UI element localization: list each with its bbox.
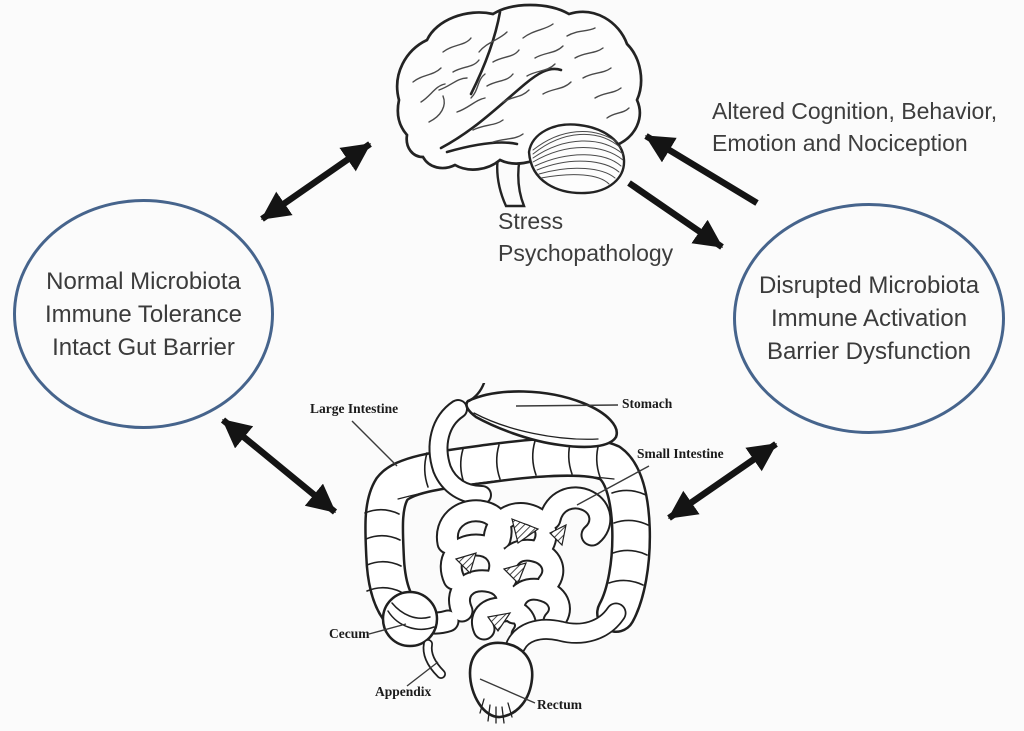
label-small-intestine: Small Intestine — [637, 446, 724, 461]
brain-illustration — [395, 3, 643, 208]
label-stomach: Stomach — [622, 396, 673, 411]
label-appendix: Appendix — [375, 684, 432, 699]
disrupted-state-line-3: Barrier Dysfunction — [766, 338, 972, 365]
bidirectional-arrow-brain-left-ellipse — [260, 141, 372, 222]
top-right-note: Altered Cognition, Behavior, Emotion and… — [712, 95, 997, 159]
brain-caption-line-2: Psychopathology — [498, 240, 674, 266]
normal-state-line-1: Normal Microbiota — [46, 267, 241, 295]
label-rectum: Rectum — [537, 697, 582, 712]
top-right-note-line-1: Altered Cognition, Behavior, — [712, 98, 998, 124]
label-cecum: Cecum — [329, 626, 370, 641]
brain-caption-line-1: Stress — [498, 208, 564, 234]
intestines-illustration — [364, 383, 652, 724]
normal-state-ellipse: Normal Microbiota Immune Tolerance Intac… — [13, 199, 274, 429]
disrupted-state-ellipse: Disrupted Microbiota Immune Activation B… — [733, 203, 1005, 434]
brain-caption: Stress Psychopathology — [498, 205, 673, 269]
top-right-note-line-2: Emotion and Nociception — [712, 130, 968, 156]
disrupted-state-line-2: Immune Activation — [770, 305, 968, 332]
label-large-intestine: Large Intestine — [310, 401, 399, 416]
normal-state-line-2: Immune Tolerance — [45, 300, 242, 328]
disrupted-state-line-1: Disrupted Microbiota — [758, 272, 980, 299]
normal-state-line-3: Intact Gut Barrier — [52, 333, 235, 361]
